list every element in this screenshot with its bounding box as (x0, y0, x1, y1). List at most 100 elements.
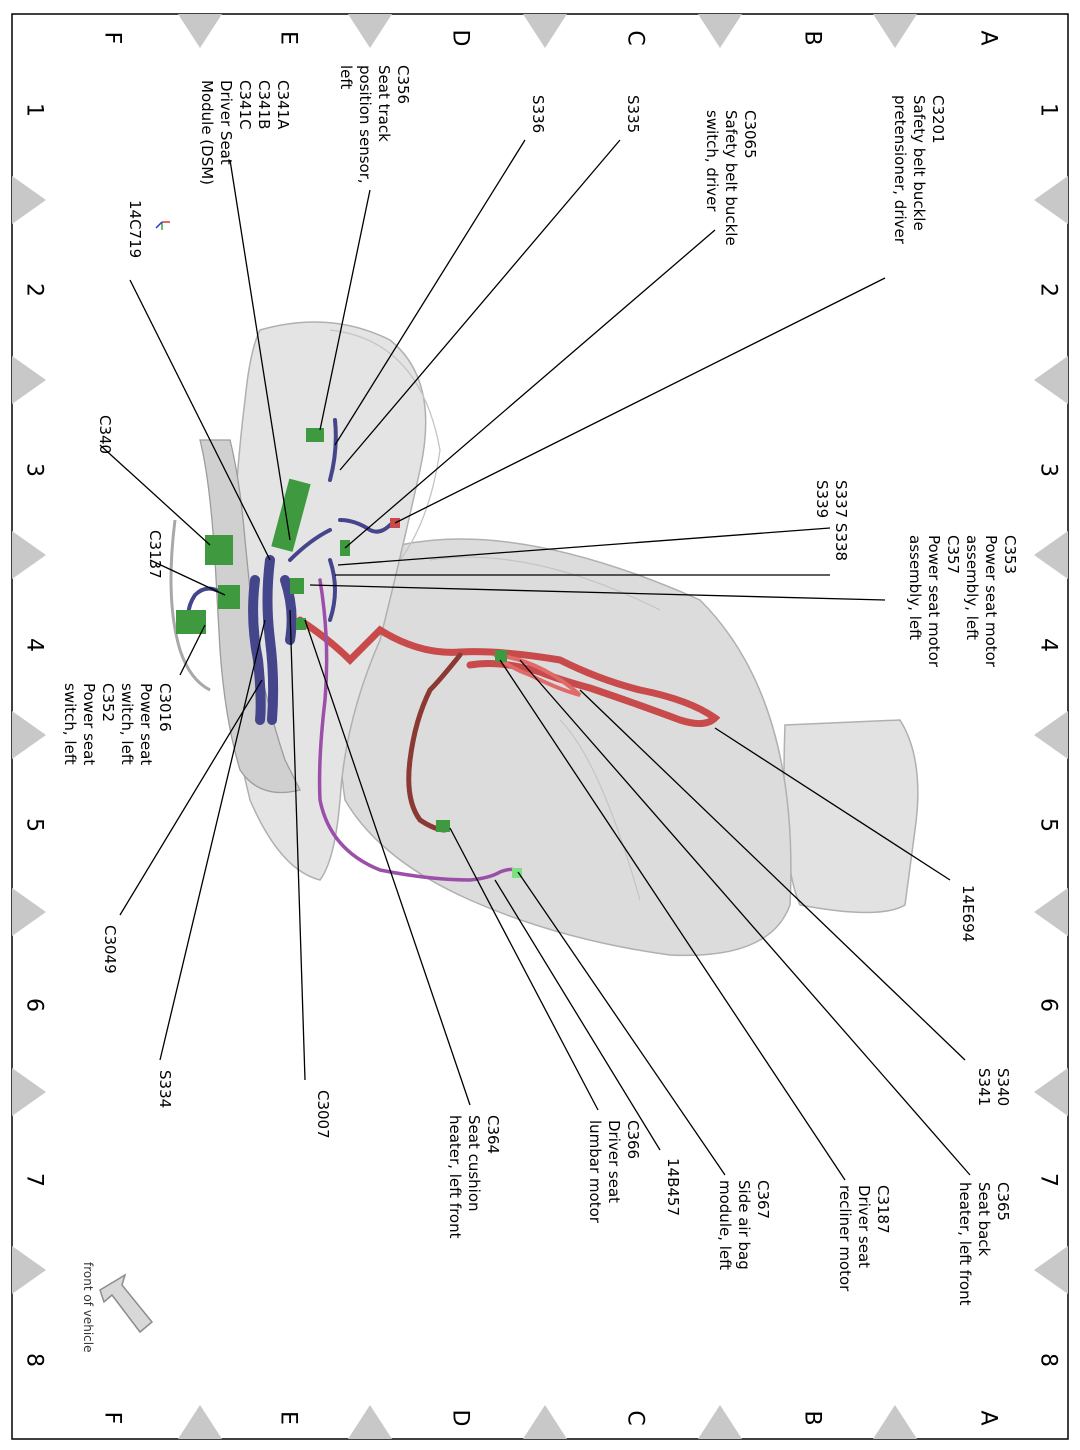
harness-brown (406, 652, 463, 833)
leader-c353 (309, 584, 886, 601)
callout-line: Seat cushion (465, 1115, 483, 1212)
grid-triangle (348, 14, 392, 48)
grid-triangle (698, 1405, 742, 1439)
grid-letter-b: B (800, 30, 825, 45)
grid-number-7: 7 (22, 1173, 47, 1187)
callout-line: C352 (99, 683, 117, 722)
callout-line: Power seat (80, 683, 98, 765)
grid-triangle (12, 531, 46, 579)
grid-triangle (1034, 1246, 1068, 1294)
callout-line: S339 (813, 480, 831, 518)
leader-c3007 (289, 609, 306, 1081)
leader-c366 (449, 827, 599, 1111)
callout-line: recliner motor (836, 1185, 854, 1292)
leader-s340 (579, 689, 966, 1061)
grid-triangle (1034, 1068, 1068, 1116)
leader-s336 (334, 139, 526, 446)
grid-triangle (1034, 888, 1068, 936)
callout-line: left (337, 65, 355, 89)
leader-c340 (99, 444, 211, 546)
callout-line: Power seat motor (925, 535, 943, 668)
connector-c3016 (176, 610, 206, 634)
grid-triangle (12, 888, 46, 936)
grid-number-3: 3 (1036, 463, 1061, 477)
front-arrow-icon (99, 1273, 154, 1334)
leader-s334 (159, 619, 266, 1061)
grid-letter-c: C (623, 1410, 648, 1425)
callout-line: pretensioner, driver (891, 95, 909, 245)
leader-14c719 (129, 279, 271, 561)
callout-line: Safety belt buckle (722, 110, 740, 246)
grid-number-6: 6 (1036, 998, 1061, 1012)
callout-line: C341C (236, 80, 254, 130)
callout-line: S340 (994, 1068, 1012, 1106)
callout-line: Driver Seat (217, 80, 235, 165)
leader-c3201 (394, 277, 886, 524)
grid-number-4: 4 (22, 638, 47, 652)
seat-back-seam (559, 719, 641, 901)
leader-c367 (517, 871, 726, 1176)
callout-line: Driver seat (605, 1120, 623, 1203)
callout-line: S334 (156, 1070, 174, 1108)
callout-line: C3049 (101, 925, 119, 974)
callout-line: assembly, left (906, 535, 924, 640)
callout-c3007: C3007 (314, 1090, 332, 1139)
callout-line: lumbar motor (586, 1120, 604, 1224)
callout-14e694: 14E694 (959, 885, 977, 942)
callout-line: C341A (274, 80, 292, 130)
callout-line: Side air bag (735, 1180, 753, 1270)
callout-line: 14E694 (959, 885, 977, 942)
harness-purple (317, 578, 517, 882)
grid-triangle (1034, 711, 1068, 759)
leader-c3137 (149, 559, 226, 596)
grid-letter-d: D (448, 1410, 473, 1427)
leader-c365 (519, 659, 971, 1176)
connector-c353 (290, 578, 304, 594)
grid-triangle (1034, 531, 1068, 579)
callout-line: S341 (975, 1068, 993, 1106)
grid-letter-e: E (276, 31, 301, 45)
grid-letter-c: C (623, 30, 648, 45)
leader-c3187 (499, 659, 846, 1181)
grid-triangle (12, 711, 46, 759)
grid-triangle (873, 1405, 917, 1439)
grid-triangle (523, 1405, 567, 1439)
leader-c3065 (344, 229, 716, 549)
callout-line: C3201 (929, 95, 947, 144)
grid-letter-d: D (448, 30, 473, 47)
frame-rail (169, 519, 211, 692)
callout-line: C341B (255, 80, 273, 129)
callout-line: C353 (1001, 535, 1019, 574)
callout-line: C340 (96, 415, 114, 454)
callout-line: C3016 (156, 683, 174, 732)
seat-illustration (169, 321, 919, 957)
callout-line: C3007 (314, 1090, 332, 1139)
callout-line: heater, left front (446, 1115, 464, 1239)
callout-line: C366 (624, 1120, 642, 1159)
grid-number-3: 3 (22, 463, 47, 477)
grid-triangle (12, 1246, 46, 1294)
seat-back-side (429, 556, 661, 611)
leader-c364 (304, 619, 471, 1106)
leader-c341 (229, 159, 291, 541)
grid-number-8: 8 (1036, 1353, 1061, 1367)
grid-triangle (178, 1405, 222, 1439)
leader-c3016 (179, 624, 206, 676)
callout-line: S336 (529, 95, 547, 133)
callout-line: Safety belt buckle (910, 95, 928, 231)
grid-triangle (12, 356, 46, 404)
harness-red (296, 616, 721, 727)
connector-c364 (436, 820, 450, 832)
callout-s336: S336 (529, 95, 547, 133)
